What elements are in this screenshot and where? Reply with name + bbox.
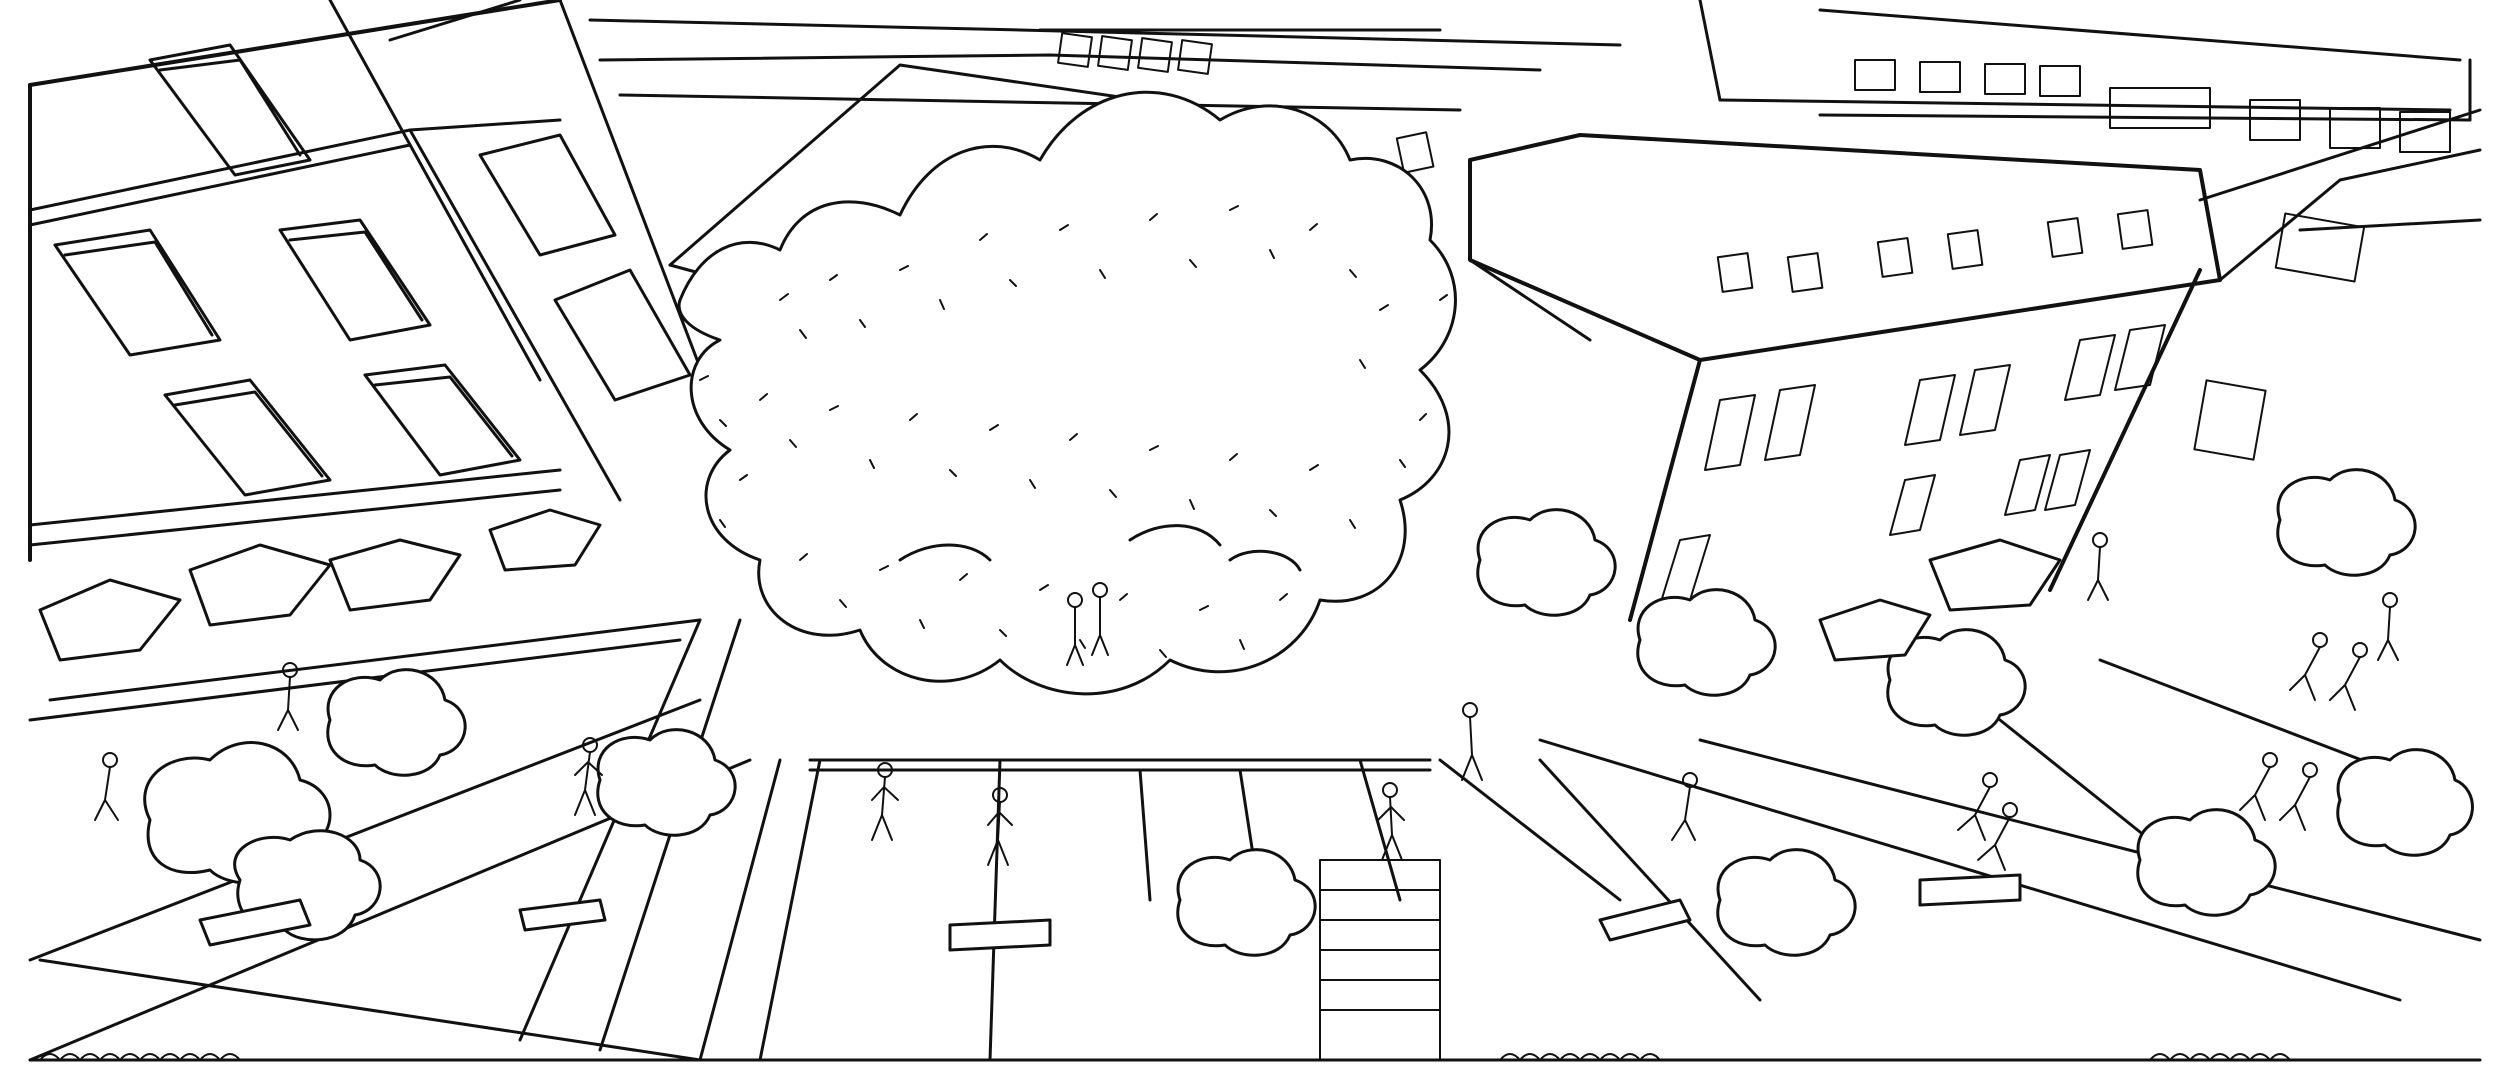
window	[1889, 474, 1936, 536]
window	[1137, 37, 1173, 73]
window	[1854, 59, 1896, 91]
window	[478, 133, 617, 257]
person	[2329, 642, 2368, 711]
window	[1876, 237, 1914, 278]
window	[2109, 87, 2211, 129]
person	[1461, 702, 1483, 781]
street-tree	[1176, 848, 1317, 957]
left-building	[28, 0, 722, 562]
window	[2039, 65, 2081, 97]
window	[2046, 217, 2084, 258]
window	[2064, 334, 2116, 401]
window	[2274, 212, 2366, 283]
umbrella	[38, 578, 182, 662]
person	[987, 787, 1013, 866]
window	[148, 43, 312, 177]
bench	[948, 918, 1052, 952]
window	[1177, 39, 1213, 75]
window	[2004, 454, 2051, 516]
bench	[1918, 873, 2022, 907]
central-tree-grove	[677, 90, 1457, 696]
window	[2329, 107, 2381, 149]
window	[1764, 384, 1816, 461]
person	[2239, 752, 2278, 821]
window	[1057, 32, 1093, 68]
right-cafe-terrace	[1818, 538, 2062, 662]
umbrella	[188, 543, 332, 627]
window	[2249, 99, 2301, 141]
person	[871, 762, 899, 841]
far-buildings	[588, 0, 2472, 174]
window	[163, 378, 332, 497]
umbrella	[488, 508, 602, 572]
window	[1946, 229, 1984, 270]
umbrella	[1818, 598, 1932, 662]
person	[277, 662, 299, 731]
person	[1066, 592, 1084, 666]
benches	[198, 873, 2022, 952]
person	[1671, 772, 1698, 841]
window	[553, 268, 692, 402]
person	[2087, 532, 2109, 601]
person	[2279, 762, 2318, 831]
person	[1957, 772, 1998, 841]
window	[2044, 449, 2091, 511]
window	[1959, 364, 2011, 436]
right-building	[1468, 108, 2482, 622]
street-tree	[1476, 508, 1617, 617]
bench	[518, 898, 607, 932]
window	[363, 363, 522, 477]
window	[53, 228, 222, 357]
window	[2116, 209, 2154, 250]
person	[1091, 582, 1109, 656]
window	[2399, 111, 2451, 153]
window	[1395, 131, 1435, 174]
street-tree	[1636, 588, 1777, 697]
pedestrians	[94, 532, 2399, 871]
street-tree	[2276, 468, 2417, 577]
window	[2114, 324, 2166, 391]
window	[388, 0, 522, 42]
street-tree	[2336, 748, 2474, 857]
person	[574, 737, 603, 816]
cafe-terrace	[38, 508, 602, 662]
street-tree	[2136, 808, 2277, 917]
person	[1377, 782, 1405, 861]
street-tree	[596, 728, 737, 837]
bench	[1598, 898, 1692, 942]
street-tree	[326, 668, 467, 777]
foreground-hedge	[39, 1053, 2291, 1061]
window	[1904, 374, 1956, 446]
person	[94, 752, 119, 821]
street-tree	[1716, 848, 1857, 957]
window	[278, 218, 432, 342]
person	[2377, 592, 2399, 661]
person	[2289, 632, 2328, 701]
person	[1977, 802, 2018, 871]
window	[1786, 252, 1824, 293]
window	[1919, 61, 1961, 93]
umbrella	[1928, 538, 2062, 612]
window	[1704, 394, 1756, 471]
bench	[198, 898, 312, 947]
street-tree-rows	[143, 468, 2474, 957]
window	[1984, 63, 2026, 95]
street-tree	[1886, 628, 2027, 737]
window	[2193, 379, 2267, 461]
window	[1716, 252, 1754, 293]
umbrella	[328, 538, 462, 612]
window	[1097, 35, 1133, 71]
